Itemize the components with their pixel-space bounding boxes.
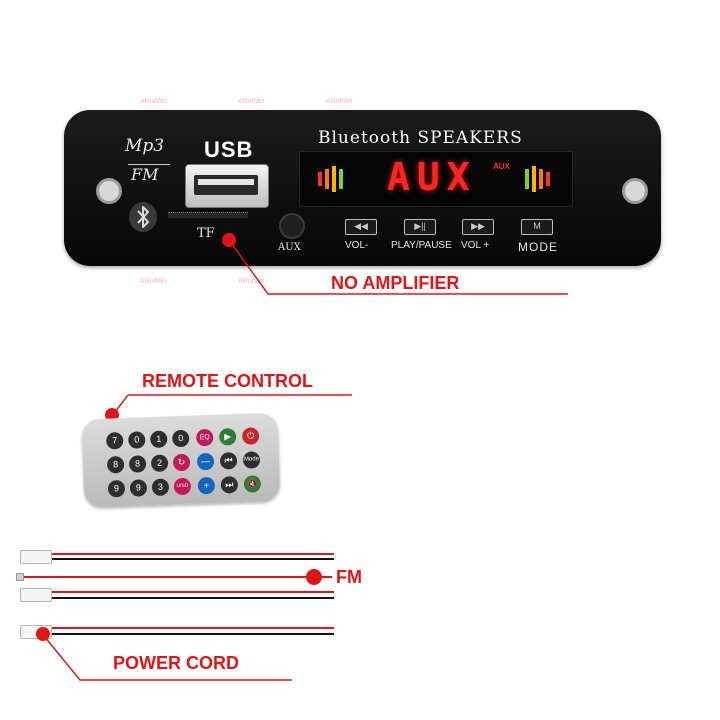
mount-hole-right bbox=[622, 178, 648, 204]
level-bar bbox=[332, 166, 336, 192]
tf-card-slot[interactable] bbox=[168, 212, 248, 218]
callout-dot-fm bbox=[306, 569, 322, 585]
usb-port[interactable] bbox=[185, 164, 269, 208]
connector-plug bbox=[20, 588, 52, 602]
remote-key-mute[interactable]: 🔇 bbox=[243, 475, 262, 493]
remote-key-minus[interactable]: — bbox=[196, 452, 215, 471]
brand-logo-mp3: Mp3 bbox=[125, 136, 165, 156]
no-amplifier-label: NO AMPLIFIER bbox=[331, 273, 460, 293]
aux-jack[interactable] bbox=[279, 213, 305, 239]
level-bar bbox=[325, 169, 329, 189]
wire-black bbox=[52, 597, 334, 599]
display-text: AUX bbox=[387, 155, 477, 199]
remote-key-eq[interactable]: EQ bbox=[195, 428, 214, 447]
remote-key[interactable]: 9 bbox=[129, 479, 148, 497]
vol-down-label: VOL- bbox=[345, 240, 369, 251]
watermark: ARuiMei bbox=[238, 278, 265, 285]
remote-key[interactable]: 0 bbox=[171, 429, 190, 448]
wire-black bbox=[52, 558, 334, 560]
usb-port-tongue bbox=[198, 179, 254, 185]
level-bar bbox=[532, 166, 536, 192]
remote-key[interactable]: 9 bbox=[107, 479, 126, 498]
wire-red bbox=[52, 591, 334, 593]
remote-key-plus[interactable]: + bbox=[197, 476, 216, 495]
power-wire-red bbox=[52, 627, 334, 629]
brand-logo-fm: FM bbox=[131, 165, 159, 184]
remote-control: 7 0 1 0 EQ ▶ ⏻ 8 8 2 ↻ — ⏮ Mode 9 9 3 U/… bbox=[81, 412, 281, 508]
vol-down-button[interactable]: ◀◀ bbox=[345, 219, 377, 235]
remote-control-label: REMOTE CONTROL bbox=[142, 371, 313, 391]
remote-key[interactable]: 8 bbox=[106, 455, 125, 474]
remote-key-usd[interactable]: U/SD bbox=[173, 477, 192, 496]
led-display: AUX AUX bbox=[299, 151, 573, 207]
callout-dot-no-amplifier bbox=[222, 233, 236, 247]
fm-antenna-wire bbox=[24, 576, 332, 578]
remote-key[interactable]: 7 bbox=[105, 432, 124, 450]
play-pause-button[interactable]: ▶|| bbox=[404, 219, 436, 235]
level-bar bbox=[539, 169, 543, 189]
usb-label: USB bbox=[204, 137, 254, 162]
remote-key[interactable]: 8 bbox=[128, 455, 147, 473]
remote-key[interactable]: 1 bbox=[149, 430, 168, 449]
vol-up-label: VOL + bbox=[461, 240, 490, 251]
remote-key-power[interactable]: ⏻ bbox=[241, 427, 260, 445]
remote-key-next[interactable]: ⏭ bbox=[220, 476, 239, 494]
display-badge: AUX bbox=[493, 162, 510, 171]
level-bar bbox=[525, 169, 529, 189]
mount-hole-left bbox=[96, 178, 122, 204]
watermark: ARuiMei bbox=[140, 278, 167, 285]
power-cord-label: POWER CORD bbox=[113, 653, 239, 673]
mode-button[interactable]: M bbox=[521, 219, 553, 235]
watermark: ARuiMei bbox=[326, 98, 353, 105]
remote-key[interactable]: 3 bbox=[151, 478, 170, 497]
play-pause-label: PLAY/PAUSE bbox=[391, 240, 452, 251]
remote-key[interactable]: 0 bbox=[127, 431, 146, 449]
bluetooth-icon bbox=[129, 202, 157, 232]
wire-red bbox=[52, 553, 334, 555]
fm-label: FM bbox=[336, 567, 362, 587]
callout-dot-power-cord bbox=[36, 627, 50, 641]
remote-key-play[interactable]: ▶ bbox=[218, 428, 237, 446]
watermark: ARuiMei bbox=[140, 98, 167, 105]
connector-plug bbox=[20, 550, 52, 564]
remote-key-repeat[interactable]: ↻ bbox=[172, 453, 191, 472]
remote-key[interactable]: 2 bbox=[150, 454, 169, 473]
tf-label: TF bbox=[197, 226, 215, 241]
level-bar bbox=[318, 172, 322, 186]
remote-key-mode[interactable]: Mode bbox=[242, 451, 261, 469]
power-wire-black bbox=[52, 633, 334, 635]
aux-label: AUX bbox=[278, 242, 301, 253]
fm-antenna-tip bbox=[16, 573, 24, 581]
brand-divider bbox=[128, 164, 170, 165]
mode-label: MODE bbox=[518, 240, 558, 254]
level-bar bbox=[546, 172, 550, 186]
watermark: ARuiMei bbox=[238, 98, 265, 105]
remote-key-prev[interactable]: ⏮ bbox=[219, 452, 238, 470]
usb-port-socket bbox=[194, 175, 258, 195]
vol-up-button[interactable]: ▶▶ bbox=[462, 219, 494, 235]
level-bar bbox=[339, 169, 343, 189]
panel-title: Bluetooth SPEAKERS bbox=[318, 128, 523, 148]
